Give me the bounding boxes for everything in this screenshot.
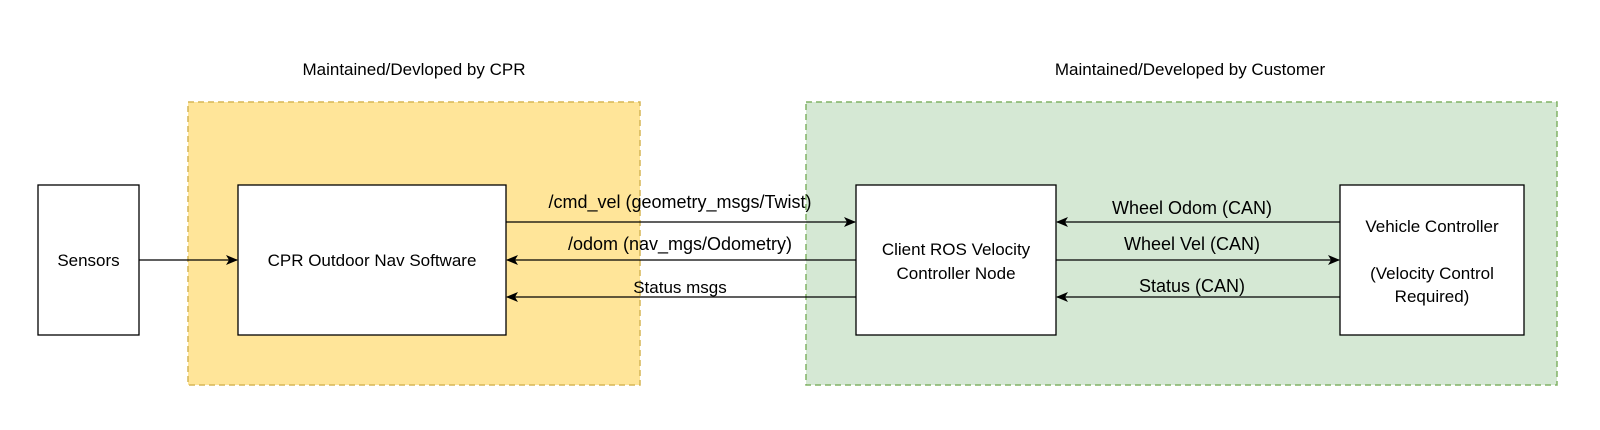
cpr-region-label: Maintained/Devloped by CPR xyxy=(302,60,525,79)
ros-node-label-line1: Client ROS Velocity xyxy=(882,240,1031,259)
ros-velocity-node xyxy=(855,184,1057,336)
customer-region-label: Maintained/Developed by Customer xyxy=(1055,60,1326,79)
vehicle-controller-label-line2: (Velocity Control xyxy=(1370,264,1494,283)
ros-node-label-line2: Controller Node xyxy=(896,264,1015,283)
wheel-vel-label: Wheel Vel (CAN) xyxy=(1124,234,1260,254)
nav-software-node xyxy=(237,184,507,336)
vehicle-controller-node xyxy=(1339,184,1525,336)
wheel-odom-label: Wheel Odom (CAN) xyxy=(1112,198,1272,218)
sensors-label: Sensors xyxy=(57,251,119,270)
status-msgs-label: Status msgs xyxy=(633,278,727,297)
vehicle-controller-label-line3: Required) xyxy=(1395,287,1470,306)
cmd-vel-label: /cmd_vel (geometry_msgs/Twist) xyxy=(548,192,811,213)
odom-label: /odom (nav_mgs/Odometry) xyxy=(568,234,792,255)
vehicle-controller-label-line1: Vehicle Controller xyxy=(1365,217,1499,236)
nav-software-label: CPR Outdoor Nav Software xyxy=(268,251,477,270)
status-can-label: Status (CAN) xyxy=(1139,276,1245,296)
